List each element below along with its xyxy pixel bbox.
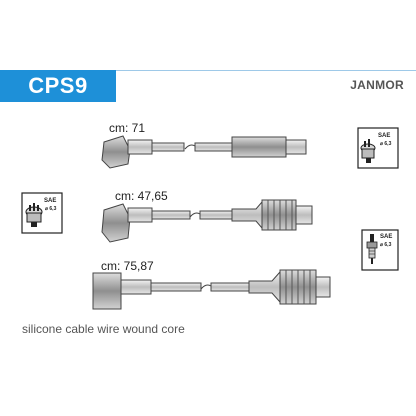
cable-1-angled-boot <box>101 135 131 169</box>
cable-1-straight-boot <box>231 136 287 158</box>
cable-2-length: cm: 47,65 <box>115 189 168 203</box>
plug-size: ⌀ 6,3 <box>380 242 392 248</box>
cable-2-boot-end <box>295 205 313 225</box>
cable-3-wire-right <box>210 282 250 292</box>
cable-3-boot-end <box>315 276 331 298</box>
cable-1 <box>101 135 307 169</box>
plug-badge: SAE <box>380 234 393 240</box>
header-rule <box>0 70 416 71</box>
cable-2-wire-left <box>151 210 191 220</box>
spark-plug-icon <box>361 229 399 271</box>
cable-3-plug-taper <box>248 270 281 304</box>
cable-2-angled-boot <box>101 203 131 243</box>
cable-1-boot-end <box>285 139 307 155</box>
coil-badge: SAE <box>378 133 391 139</box>
cable-1-boot-sleeve <box>127 139 153 155</box>
cable-3-length: cm: 75,87 <box>101 259 154 273</box>
brand-name: JANMOR <box>350 78 404 92</box>
cable-3-ribbed-boot <box>279 269 317 305</box>
product-code-tab: CPS9 <box>0 70 116 102</box>
product-description: silicone cable wire wound core <box>22 322 185 336</box>
cable-1-length: cm: 71 <box>109 121 146 135</box>
distributor-badge: SAE <box>44 198 57 204</box>
cable-3-break-mark <box>200 284 212 290</box>
cable-2 <box>101 199 313 243</box>
cable-1-break-mark <box>184 144 196 150</box>
cable-2-boot-sleeve <box>127 207 153 223</box>
coil-icon <box>357 127 399 169</box>
cable-3-wire-left <box>150 282 202 292</box>
cable-2-ribbed-boot <box>261 199 297 231</box>
cable-2-break-mark <box>189 212 201 218</box>
cable-2-plug-taper <box>231 200 263 230</box>
cable-3-straight-boot <box>92 272 122 310</box>
cable-3 <box>92 269 331 310</box>
coil-size: ⌀ 6,3 <box>380 141 392 147</box>
distributor-icon <box>21 192 63 234</box>
cable-2-wire-right <box>199 210 233 220</box>
cable-1-wire-right <box>194 142 233 152</box>
cable-3-boot-sleeve <box>120 279 152 295</box>
cable-1-wire-left <box>151 142 185 152</box>
distributor-size: ⌀ 6,3 <box>45 206 57 212</box>
